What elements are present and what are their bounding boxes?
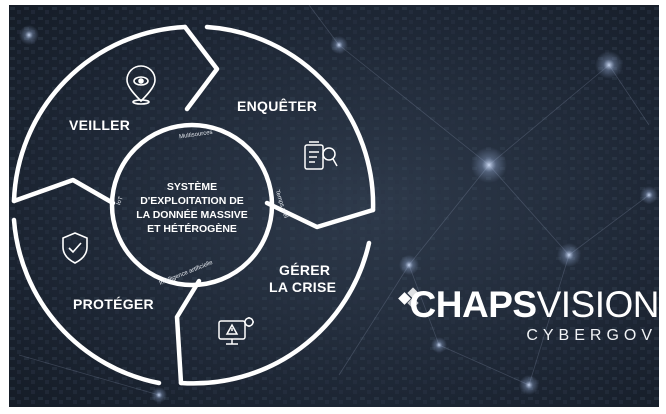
cycle-diagram: Multisources Temps réel Intelligence art…	[11, 24, 376, 386]
segment-label-veiller: VEILLER	[69, 117, 130, 133]
brand-subtitle: CYBERGOV	[526, 327, 657, 344]
core-line-2: D'EXPLOITATION DE	[140, 195, 244, 207]
investigation-document-icon	[304, 141, 338, 170]
divider-right	[264, 200, 376, 230]
ring-arc-gerer	[178, 240, 372, 386]
divider-left	[11, 177, 116, 206]
ring-arc-proteger	[11, 217, 162, 386]
core-line-4: ET HÉTÉROGÈNE	[147, 222, 237, 235]
background-city	[9, 5, 659, 407]
ring-arc-enqueter	[204, 24, 376, 213]
segment-label-gerer-1: GÉRER	[279, 262, 330, 278]
core-circle	[109, 122, 275, 288]
hero-banner: Multisources Temps réel Intelligence art…	[9, 5, 659, 407]
location-eye-icon	[126, 65, 156, 105]
segment-label-gerer-2: LA CRISE	[269, 279, 336, 295]
core-line-3: LA DONNÉE MASSIVE	[136, 208, 248, 221]
divider-top	[182, 24, 220, 112]
shield-check-icon	[62, 232, 88, 264]
arc-label-left: IoT	[116, 196, 125, 207]
divider-bottom	[174, 278, 202, 386]
brand-name-thin: VISION	[536, 284, 659, 325]
ring-arc-veiller	[11, 24, 188, 204]
segment-label-proteger: PROTÉGER	[73, 296, 154, 312]
core-line-1: SYSTÈME	[167, 180, 217, 193]
arc-label-top: Multisources	[179, 130, 213, 141]
crisis-monitor-icon	[218, 317, 254, 345]
arc-label-right: Temps réel	[274, 189, 289, 219]
segment-label-enqueter: ENQUÊTER	[237, 97, 317, 114]
brand-name-bold: CHAPS	[409, 284, 538, 325]
chapsvision-logo-icon	[398, 287, 419, 309]
